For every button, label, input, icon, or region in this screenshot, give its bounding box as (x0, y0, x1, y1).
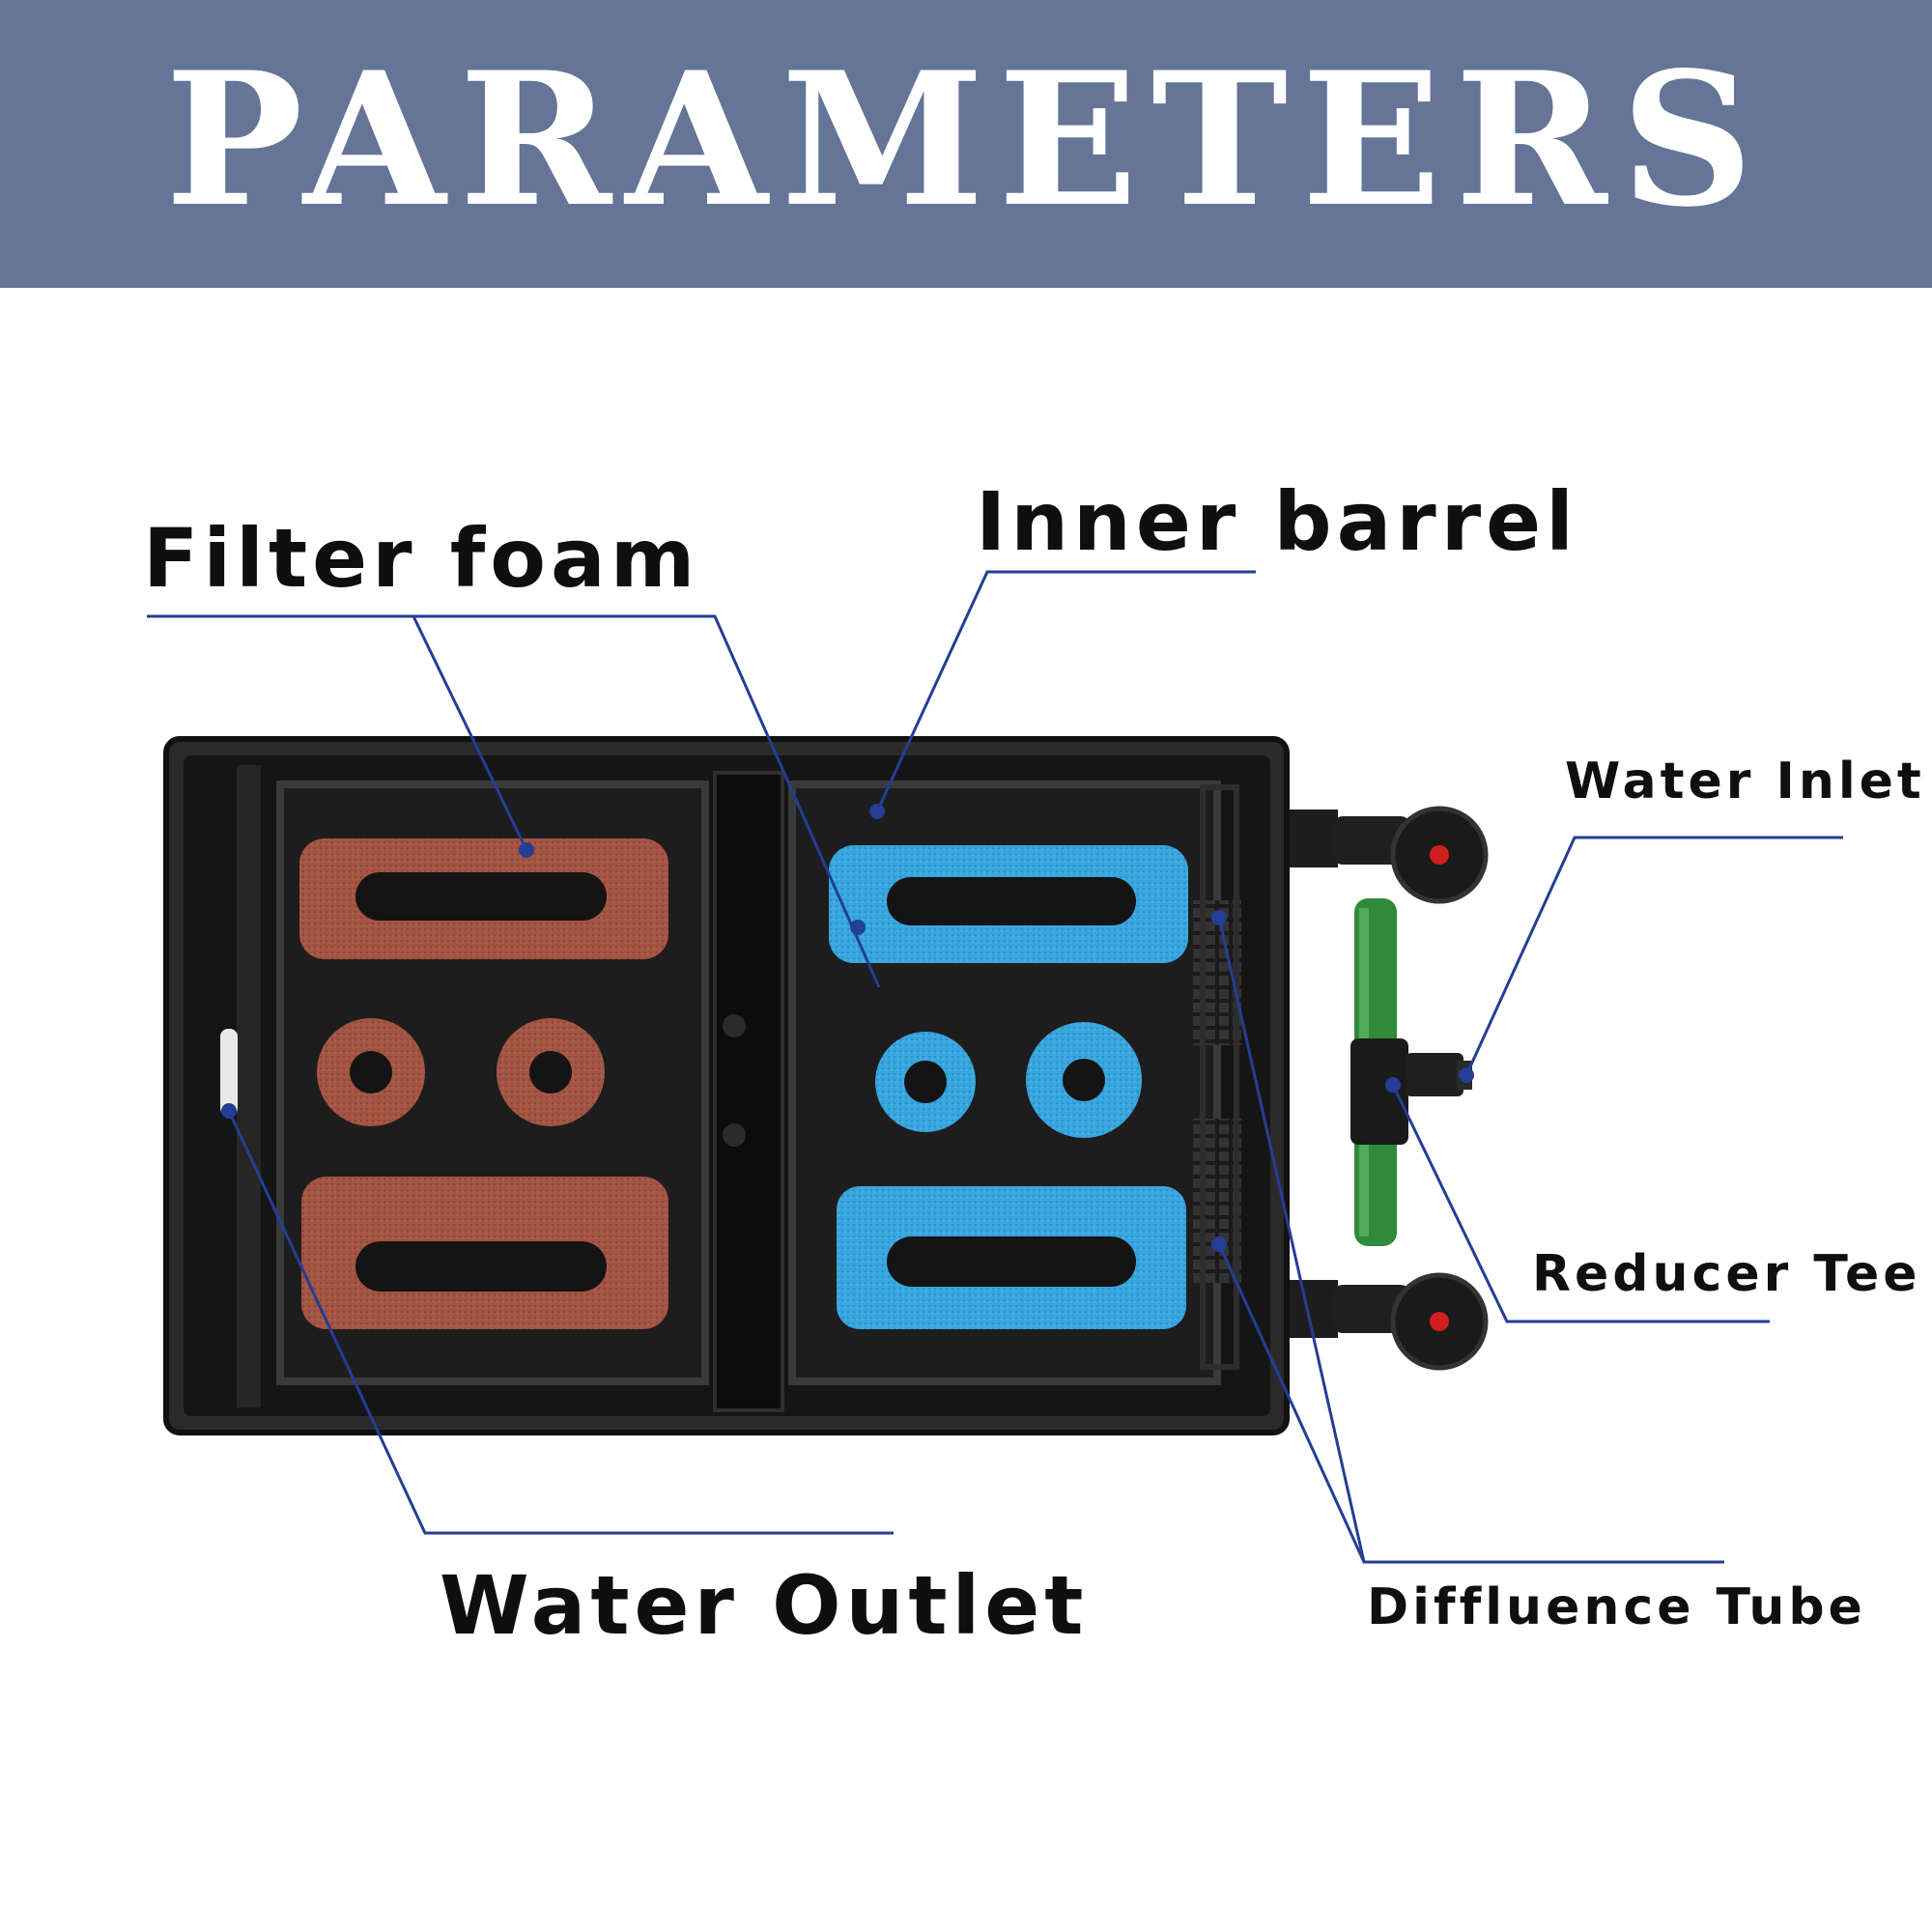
label-diffluence-tube: Diffluence Tube (1367, 1578, 1866, 1636)
label-water-inlet: Water Inlet (1565, 753, 1925, 810)
blue-filter-foam (829, 845, 1188, 1329)
external-pipe (1290, 806, 1489, 1371)
label-inner-barrel: Inner barrel (976, 474, 1578, 569)
page-title: PARAMETERS (164, 32, 1768, 247)
label-water-outlet: Water Outlet (440, 1558, 1089, 1653)
red-filter-foam (299, 838, 668, 1329)
label-filter-foam: Filter foam (143, 511, 700, 606)
label-reducer-tee: Reducer Tee (1532, 1245, 1921, 1303)
title-banner: PARAMETERS (0, 0, 1932, 288)
